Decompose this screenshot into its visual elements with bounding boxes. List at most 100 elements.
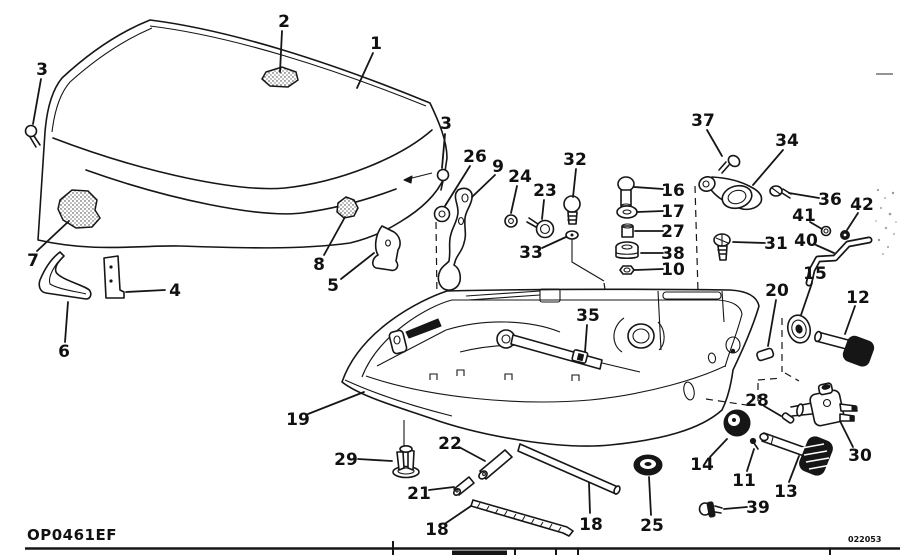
callout-leader-9 [471, 174, 496, 198]
part-seal-strip-18 [470, 499, 574, 537]
part-latch-flange [372, 225, 401, 272]
part-number-label-15: 15 [803, 264, 827, 284]
alignment-dash-left [435, 221, 438, 299]
alignment-dash-right-column [694, 185, 699, 293]
part-number-label-21: 21 [407, 484, 431, 504]
part-number-label-2: 2 [278, 12, 290, 32]
callout-leader-34 [752, 149, 784, 186]
part-number-label-33: 33 [519, 243, 543, 263]
part-grommet-15 [786, 314, 812, 344]
part-screw-36 [769, 185, 792, 199]
part-number-label-42: 42 [850, 195, 874, 215]
callout-leader-26 [444, 165, 471, 207]
part-number-label-39: 39 [746, 498, 770, 518]
part-number-label-30: 30 [848, 446, 872, 466]
part-number-label-12: 12 [846, 288, 870, 308]
part-number-label-40: 40 [794, 231, 818, 251]
part-number-label-19: 19 [286, 410, 310, 430]
part-nut-42 [840, 230, 850, 240]
part-shoulder-screw-23 [526, 217, 555, 239]
callout-leader-30 [839, 420, 854, 448]
callout-leader-15 [800, 282, 813, 316]
part-number-label-23: 23 [533, 181, 557, 201]
part-nut-10 [619, 265, 635, 275]
part-number-label-9: 9 [492, 157, 504, 177]
part-tube-22 [478, 449, 513, 480]
part-grommet-26 [433, 205, 451, 223]
callout-leader-32 [572, 168, 577, 198]
part-number-label-18: 18 [425, 520, 449, 540]
part-grommet-25 [633, 454, 663, 476]
part-pin-20 [756, 347, 775, 362]
part-bolt-32 [563, 195, 581, 225]
part-engine-cover [37, 19, 448, 249]
part-number-label-6: 6 [58, 342, 70, 362]
part-number-label-11: 11 [732, 471, 756, 491]
part-lift-strap [437, 187, 473, 291]
callout-leader-23 [541, 199, 545, 220]
callout-leader-35 [584, 324, 588, 353]
part-number-label-14: 14 [690, 455, 714, 475]
callout-leader-24 [510, 185, 518, 214]
plate-number: 022053 [848, 535, 881, 544]
cover-latch-pad-top [261, 66, 299, 88]
part-pin-left [24, 124, 41, 148]
callout-leader-37 [706, 129, 723, 157]
part-number-label-29: 29 [334, 450, 358, 470]
part-number-label-26: 26 [463, 147, 487, 167]
part-number-label-3: 3 [440, 114, 452, 134]
part-number-label-17: 17 [661, 202, 685, 222]
part-number-label-27: 27 [661, 222, 685, 242]
part-tube-21 [452, 476, 475, 496]
part-pin-28 [781, 412, 795, 424]
part-number-label-18: 18 [579, 515, 603, 535]
part-corner-trim [38, 251, 92, 300]
callout-leader-33 [541, 236, 567, 249]
cover-latch-pad-left [57, 189, 101, 229]
document-code: OP0461EF [27, 526, 117, 544]
alignment-dashes-right [705, 318, 800, 407]
callout-leader-17 [636, 210, 664, 213]
callout-leader-11 [746, 448, 755, 472]
part-number-label-24: 24 [508, 167, 532, 187]
callout-leader-21 [428, 486, 455, 491]
part-bracket [103, 255, 125, 299]
part-number-label-8: 8 [313, 255, 325, 275]
callout-leader-4 [125, 289, 166, 293]
callout-leader-5 [340, 252, 375, 280]
part-washer-17 [616, 205, 638, 219]
callout-leader-2 [279, 30, 283, 73]
part-number-label-20: 20 [765, 281, 789, 301]
part-pin-right [436, 168, 450, 191]
callout-leader-10 [633, 268, 664, 271]
part-lever-13 [759, 432, 833, 476]
part-clip-29 [392, 420, 420, 479]
part-number-label-22: 22 [438, 434, 462, 454]
scan-noise [875, 73, 897, 255]
part-number-label-28: 28 [745, 391, 769, 411]
part-plug-39 [698, 501, 723, 518]
part-lower-cowl [341, 288, 760, 447]
callout-leader-3 [32, 78, 42, 125]
callout-leader-14 [709, 438, 728, 458]
part-tube-18-long [517, 443, 621, 495]
part-number-label-1: 1 [370, 34, 382, 54]
part-number-label-36: 36 [818, 190, 842, 210]
callout-leader-41 [809, 221, 823, 230]
callout-leader-18 [445, 505, 472, 524]
part-number-label-37: 37 [691, 111, 715, 131]
part-number-label-13: 13 [774, 482, 798, 502]
callout-leader-6 [64, 301, 69, 343]
callout-leader-40 [815, 244, 835, 254]
callout-leader-36 [788, 192, 820, 199]
part-link-rod-40 [805, 236, 873, 287]
part-nut-41 [820, 225, 832, 237]
callout-leader-1 [356, 52, 374, 89]
callout-leader-25 [648, 476, 652, 516]
callout-leader-42 [846, 212, 859, 231]
callout-leader-7 [36, 220, 70, 252]
callout-leader-16 [633, 186, 664, 190]
part-screw-11 [749, 437, 759, 450]
